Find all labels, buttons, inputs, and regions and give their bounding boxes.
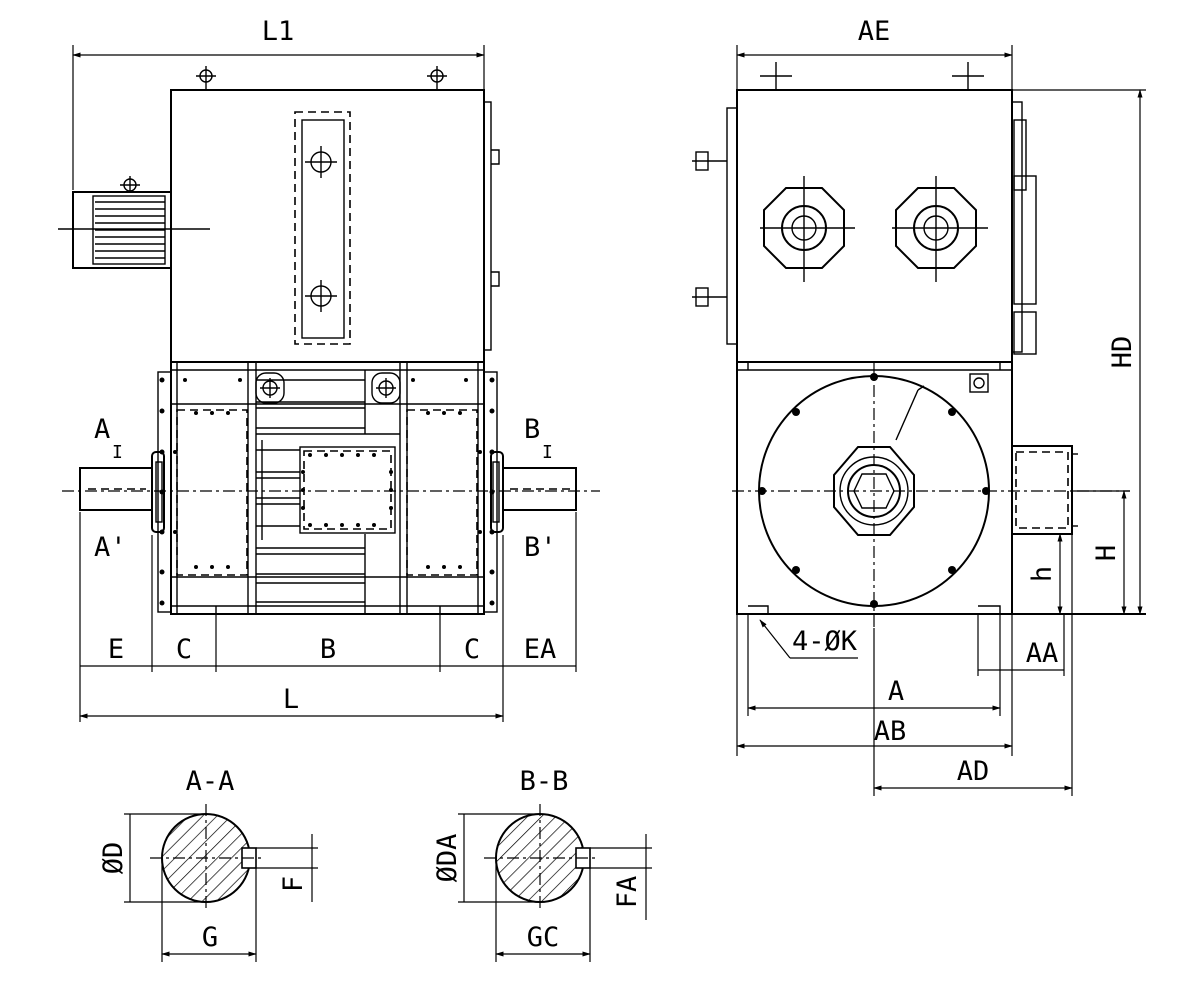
cover-bolt-icon	[305, 146, 337, 312]
hub-hex	[833, 446, 915, 536]
dim-L1: L1	[72, 16, 485, 190]
shaft-end-A	[79, 467, 153, 511]
label-section-BB: B-B	[520, 766, 569, 797]
end-shield-bolts	[758, 373, 990, 608]
label-F: F	[278, 876, 309, 892]
label-section-AA: A-A	[186, 766, 235, 797]
label-B1-sub: I	[542, 442, 553, 463]
side-panel-left	[176, 409, 248, 576]
front-view: L1	[58, 16, 600, 722]
lifting-eye-icon	[196, 66, 447, 90]
top-bolt-icon	[760, 62, 984, 90]
side-junction-box	[1011, 445, 1073, 535]
label-C-left: C	[176, 634, 192, 665]
label-L1: L1	[262, 16, 295, 47]
end-shield-right	[483, 371, 498, 613]
section-B-B: B-B ØDA FA GC	[432, 766, 652, 962]
label-phiD: ØD	[98, 842, 129, 875]
label-AB: AB	[874, 716, 907, 747]
label-A-prime: A'	[94, 532, 127, 563]
terminal-cover-inner	[301, 119, 345, 339]
inspection-panel	[299, 446, 396, 534]
label-GC: GC	[527, 922, 560, 953]
cooling-fins	[256, 370, 400, 614]
label-B-prime: B'	[524, 532, 557, 563]
label-L: L	[283, 684, 299, 715]
label-EA: EA	[524, 634, 557, 665]
label-HD: HD	[1107, 336, 1138, 369]
label-B: B	[320, 634, 336, 665]
label-B1: B	[524, 414, 540, 445]
end-view: AE	[692, 16, 1146, 796]
end-shield-left	[157, 371, 172, 613]
label-A: A	[888, 676, 904, 707]
terminal-cover-slot	[294, 111, 351, 345]
dim-holes: 4-ØK	[759, 619, 858, 659]
label-G: G	[202, 922, 218, 953]
terminal-box-side	[170, 89, 485, 363]
label-A1: A	[94, 414, 110, 445]
shaft-end-B	[502, 467, 577, 511]
label-FA: FA	[612, 876, 643, 909]
label-h: h	[1027, 566, 1058, 582]
label-AD: AD	[957, 756, 990, 787]
label-E: E	[108, 634, 124, 665]
motor-frame-side	[170, 361, 485, 615]
label-holes: 4-ØK	[792, 626, 858, 657]
label-phiDA: ØDA	[432, 834, 463, 883]
terminal-box-side-flange	[483, 101, 492, 351]
fan-unit	[58, 176, 210, 269]
section-A-A: A-A ØD F G	[98, 766, 318, 962]
terminal-box-end	[736, 89, 1013, 363]
lifting-lug-icon	[255, 372, 401, 404]
side-panel-right	[406, 409, 478, 576]
label-AE: AE	[858, 16, 891, 47]
dim-bottom-row: E C B C EA L	[79, 512, 577, 722]
label-C-right: C	[464, 634, 480, 665]
terminal-box-clips	[491, 149, 500, 287]
label-AA: AA	[1026, 638, 1059, 669]
label-A1-sub: I	[112, 442, 123, 463]
label-H: H	[1091, 545, 1122, 561]
side-bolt-icon	[692, 151, 727, 307]
cable-gland-icon	[760, 176, 988, 282]
